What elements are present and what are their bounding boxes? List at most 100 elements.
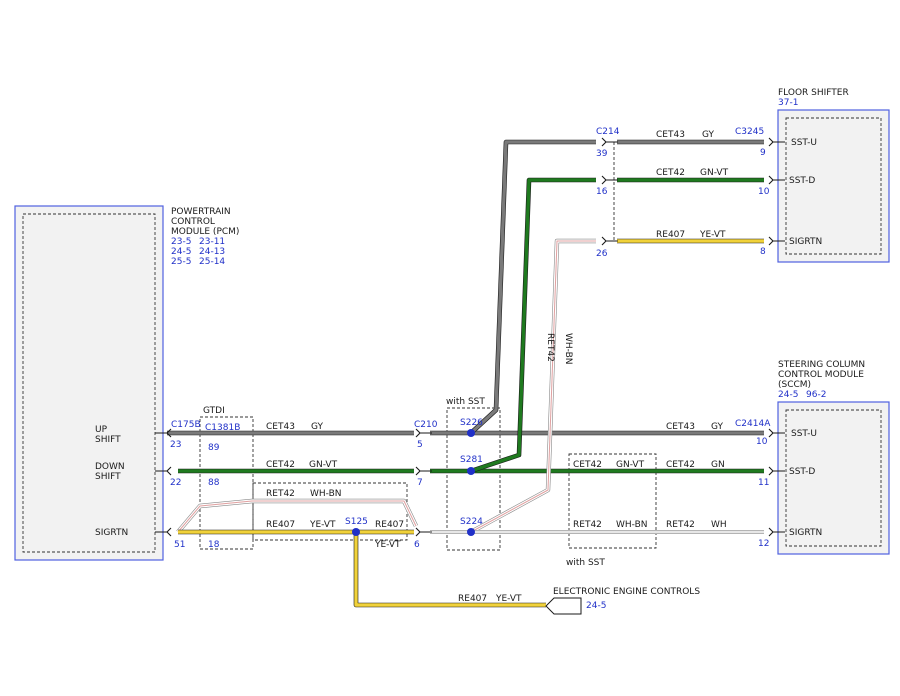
wire-color-whbn-pcm: WH-BN xyxy=(310,489,342,499)
pcm-pin-up-1: UP xyxy=(95,425,108,435)
c210-label[interactable]: C210 xyxy=(414,420,438,430)
s125-label[interactable]: S125 xyxy=(345,517,368,527)
pcm-ref-5[interactable]: 25-5 xyxy=(171,257,191,267)
c175b-label[interactable]: C175B xyxy=(171,420,201,430)
floor-pin-sst-u: SST-U xyxy=(791,138,817,148)
eec-ref[interactable]: 24-5 xyxy=(586,601,606,611)
sst-option-outline xyxy=(568,453,657,549)
pin-26: 26 xyxy=(596,249,608,259)
wire-label-cet42-floor: CET42 xyxy=(656,168,685,178)
s281-label[interactable]: S281 xyxy=(460,455,483,465)
pin-8: 8 xyxy=(760,247,766,257)
pin-18: 18 xyxy=(208,540,220,550)
gtdi-label: GTDI xyxy=(203,406,225,416)
arrow-sccm-12 xyxy=(768,527,774,537)
wire-label-ret42-sccm: RET42 xyxy=(666,520,695,530)
wire-ret42-pcm[interactable] xyxy=(176,498,418,534)
pin-23: 23 xyxy=(170,440,181,450)
wire-color-yevt-eec: YE-VT xyxy=(495,594,522,604)
wire-color-whbn-sst: WH-BN xyxy=(616,520,648,530)
sccm-pin-sst-d: SST-D xyxy=(789,467,815,477)
pcm-pin-down-1: DOWN xyxy=(95,462,125,472)
floor-pin-sst-d: SST-D xyxy=(789,176,815,186)
floor-shifter-module[interactable] xyxy=(777,109,890,263)
wire-color-gnvt-floor: GN-VT xyxy=(700,168,729,178)
wire-label-ret42-pcm: RET42 xyxy=(266,489,295,499)
wire-cet42-riser[interactable] xyxy=(470,177,596,474)
with-sst-note-1: with SST xyxy=(446,397,485,407)
arrow-pcm-22 xyxy=(166,466,172,476)
wire-label-cet42-sccm: CET42 xyxy=(666,460,695,470)
sccm-ref-1[interactable]: 24-5 xyxy=(778,390,798,400)
pin-22: 22 xyxy=(170,478,181,488)
sccm-pin-sst-u: SST-U xyxy=(791,429,817,439)
wire-label-ret42-vertical: RET42 xyxy=(545,333,555,362)
wire-color-yevt-c210: YE-VT xyxy=(374,540,401,550)
sccm-name-3: (SCCM) xyxy=(778,380,811,390)
pin-16: 16 xyxy=(596,187,608,197)
wire-color-yevt-pcm: YE-VT xyxy=(309,520,336,530)
pin-6: 6 xyxy=(414,540,420,550)
pcm-module[interactable] xyxy=(14,205,164,561)
pin-89: 89 xyxy=(208,443,220,453)
pin-10-sccm: 10 xyxy=(756,437,768,447)
pcm-ref-3[interactable]: 24-5 xyxy=(171,247,191,257)
pcm-ref-4[interactable]: 24-13 xyxy=(199,247,225,257)
pcm-ref-1[interactable]: 23-5 xyxy=(171,237,191,247)
s224-dot[interactable] xyxy=(467,528,475,536)
pcm-ref-6[interactable]: 25-14 xyxy=(199,257,225,267)
sccm-pin-sigrtn: SIGRTN xyxy=(789,528,822,538)
wire-label-cet43-pcm: CET43 xyxy=(266,422,295,432)
pin-11: 11 xyxy=(758,478,769,488)
arrow-sccm-11 xyxy=(768,466,774,476)
arrow-c214-16 xyxy=(601,175,607,185)
wire-label-ret42-sst: RET42 xyxy=(573,520,602,530)
wire-label-cet43-sccm: CET43 xyxy=(666,422,695,432)
arrow-c214-39 xyxy=(601,137,607,147)
wire-label-re407-c210: RE407 xyxy=(375,520,404,530)
wire-ret42-riser[interactable] xyxy=(469,238,596,534)
arrow-sccm-10 xyxy=(768,428,774,438)
wire-color-gnvt-pcm: GN-VT xyxy=(309,460,338,470)
pin-12: 12 xyxy=(758,539,769,549)
eec-offpage-connector[interactable] xyxy=(545,597,582,615)
wire-re407-branch[interactable] xyxy=(353,532,546,608)
wire-color-wh-sccm: WH xyxy=(711,520,727,530)
pin-9: 9 xyxy=(760,148,766,158)
sccm-module[interactable] xyxy=(777,401,890,555)
c2414a-label[interactable]: C2414A xyxy=(735,419,771,429)
splice-dots xyxy=(352,429,475,536)
arrow-floor-9 xyxy=(768,137,774,147)
arrow-pcm-51 xyxy=(166,527,172,537)
s125-dot[interactable] xyxy=(352,528,360,536)
c214-label[interactable]: C214 xyxy=(596,127,620,137)
pcm-ref-2[interactable]: 23-11 xyxy=(199,237,225,247)
pcm-pin-down-2: SHIFT xyxy=(95,472,121,482)
c1381b-label[interactable]: C1381B xyxy=(205,423,240,433)
pin-10-floor: 10 xyxy=(758,187,770,197)
pcm-name-1: POWERTRAIN xyxy=(171,207,231,217)
pin-88: 88 xyxy=(208,478,220,488)
s226-dot[interactable] xyxy=(467,429,475,437)
pin-arrow-group xyxy=(155,137,785,537)
pin-39: 39 xyxy=(596,149,608,159)
c3245-label[interactable]: C3245 xyxy=(735,127,764,137)
pin-51: 51 xyxy=(174,540,185,550)
wire-color-gy-sccm: GY xyxy=(711,422,724,432)
floor-shifter-name: FLOOR SHIFTER xyxy=(778,88,849,98)
pin-5: 5 xyxy=(417,440,423,450)
wire-cet43-riser[interactable] xyxy=(469,139,596,435)
wire-color-gn-sccm: GN xyxy=(711,460,725,470)
s224-label[interactable]: S224 xyxy=(460,517,483,527)
gtdi-connector-outline xyxy=(199,416,254,550)
pcm-pin-sigrtn: SIGRTN xyxy=(95,528,128,538)
wire-group xyxy=(167,139,764,608)
s226-label[interactable]: S226 xyxy=(460,418,483,428)
floor-shifter-ref[interactable]: 37-1 xyxy=(778,98,798,108)
sccm-ref-2[interactable]: 96-2 xyxy=(806,390,826,400)
arrow-c214-26 xyxy=(601,236,607,246)
wire-label-re407-floor: RE407 xyxy=(656,230,685,240)
arrow-floor-8 xyxy=(768,236,774,246)
s281-dot[interactable] xyxy=(467,467,475,475)
arrow-c210-6 xyxy=(415,527,421,537)
